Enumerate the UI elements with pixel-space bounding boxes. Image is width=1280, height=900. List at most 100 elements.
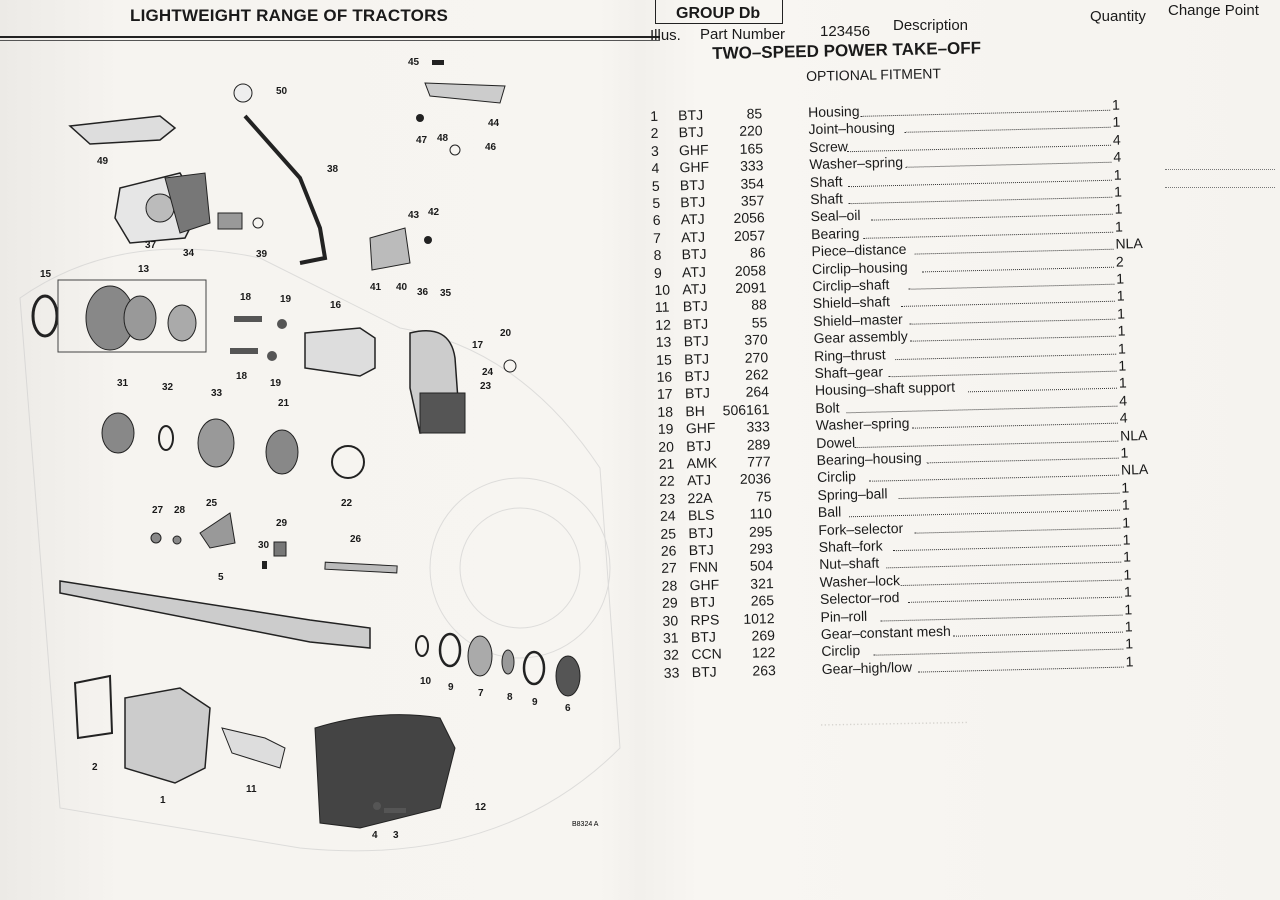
part-22-circlip bbox=[331, 445, 365, 479]
callout-label: 35 bbox=[440, 288, 452, 299]
part-19-washer bbox=[277, 319, 287, 329]
part-number: 88 bbox=[751, 296, 768, 313]
callout-label: 26 bbox=[350, 534, 362, 545]
callout-label: 13 bbox=[138, 264, 150, 275]
illus-number: 32 bbox=[663, 646, 680, 664]
quantity: 1 bbox=[1113, 166, 1122, 183]
callout-label: 15 bbox=[40, 269, 52, 280]
quantity: 1 bbox=[1122, 548, 1132, 565]
part-number: 2056 bbox=[733, 209, 765, 227]
header-rule bbox=[0, 36, 660, 38]
quantity: 1 bbox=[1117, 322, 1126, 339]
illus-number: 5 bbox=[652, 194, 661, 211]
part-39-washer bbox=[252, 217, 264, 229]
part-9-circlip bbox=[438, 632, 462, 668]
callout-label: 4 bbox=[372, 830, 378, 841]
part-20-dowel bbox=[503, 359, 517, 373]
part-41-coupling bbox=[217, 212, 243, 230]
part-17-block bbox=[419, 392, 466, 434]
quantity: 1 bbox=[1114, 200, 1123, 218]
change-point-rule bbox=[1165, 168, 1275, 170]
callout-label: 37 bbox=[145, 240, 157, 251]
part-2-joint bbox=[73, 674, 114, 740]
part-6-seal bbox=[555, 655, 581, 697]
quantity: 1 bbox=[1123, 566, 1132, 583]
part-10-circlip bbox=[415, 635, 429, 657]
quantity: 1 bbox=[1125, 635, 1134, 652]
part-3-screw bbox=[384, 808, 406, 813]
part-46-pin bbox=[432, 60, 444, 65]
part-13-gear-inner bbox=[123, 295, 157, 341]
part-number: 122 bbox=[751, 644, 776, 662]
callout-label: 22 bbox=[341, 498, 353, 509]
part-29-rod bbox=[273, 541, 287, 557]
part-15-ring bbox=[31, 294, 59, 338]
callout-label: 11 bbox=[246, 784, 257, 795]
header-rule-secondary bbox=[0, 40, 660, 41]
part-18-bolt bbox=[230, 348, 258, 354]
illus-number: 12 bbox=[655, 316, 672, 333]
part-number: 354 bbox=[740, 174, 765, 192]
illus-number: 25 bbox=[660, 525, 677, 542]
part-number: 333 bbox=[746, 418, 771, 435]
illus-number: 31 bbox=[662, 629, 679, 646]
quantity: 1 bbox=[1111, 96, 1121, 113]
quantity: NLA bbox=[1120, 461, 1149, 478]
part-number: 110 bbox=[749, 505, 773, 522]
part-18-bolt bbox=[234, 316, 262, 322]
quantity: 1 bbox=[1114, 218, 1124, 235]
part-number: 333 bbox=[739, 157, 764, 175]
part-number: 504 bbox=[749, 557, 774, 575]
quantity: 1 bbox=[1122, 531, 1131, 548]
part-37-boss bbox=[145, 193, 175, 223]
callout-label: 42 bbox=[428, 207, 440, 218]
callout-label: 27 bbox=[152, 505, 164, 516]
callout-label: 41 bbox=[370, 282, 382, 293]
column-header-code: 123456 bbox=[820, 23, 871, 40]
callout-label: 3 bbox=[393, 830, 399, 841]
section-subtitle: OPTIONAL FITMENT bbox=[806, 65, 942, 84]
illus-number: 27 bbox=[661, 559, 678, 577]
illus-number: 1 bbox=[650, 107, 659, 124]
part-27-nut bbox=[150, 532, 162, 544]
bleed-through-text: ........................................… bbox=[819, 718, 969, 737]
callout-label: 44 bbox=[488, 118, 500, 129]
callout-label: 19 bbox=[270, 378, 282, 389]
illus-number: 24 bbox=[659, 507, 676, 525]
figure-reference: B8324 A bbox=[572, 821, 599, 828]
quantity: 1 bbox=[1121, 479, 1130, 496]
part-50-plate bbox=[68, 115, 177, 145]
column-header-illus: Illus. bbox=[650, 27, 681, 44]
illus-number: 19 bbox=[657, 420, 674, 438]
group-box bbox=[655, 0, 783, 24]
part-number: 506161 bbox=[722, 400, 770, 419]
part-51-knob bbox=[233, 83, 253, 103]
illus-number: 11 bbox=[654, 298, 670, 316]
illus-number: 18 bbox=[657, 403, 674, 420]
part-16-shaft-gear bbox=[304, 327, 376, 377]
callout-label: 9 bbox=[532, 697, 538, 708]
quantity: 1 bbox=[1125, 653, 1134, 670]
callout-label: 34 bbox=[183, 248, 195, 259]
illus-number: 21 bbox=[658, 455, 675, 472]
part-13-outline bbox=[57, 279, 207, 353]
quantity: 1 bbox=[1122, 513, 1131, 531]
quantity: 1 bbox=[1116, 287, 1125, 305]
part-28-washer bbox=[172, 535, 182, 545]
part-number: 269 bbox=[751, 627, 776, 644]
part-8-distance bbox=[501, 649, 515, 675]
part-5-shaft bbox=[59, 580, 371, 649]
part-number: 295 bbox=[748, 522, 773, 540]
quantity: 1 bbox=[1112, 113, 1121, 131]
part-19-washer bbox=[267, 351, 277, 361]
callout-label: 24 bbox=[482, 367, 494, 378]
callout-label: 48 bbox=[437, 133, 449, 144]
illus-number: 17 bbox=[656, 385, 673, 403]
part-number: 85 bbox=[746, 105, 763, 122]
quantity: 1 bbox=[1113, 183, 1123, 200]
callout-label: 23 bbox=[480, 381, 492, 392]
illus-number: 5 bbox=[651, 177, 660, 194]
part-number: 289 bbox=[746, 435, 771, 453]
illus-number: 10 bbox=[654, 281, 671, 298]
